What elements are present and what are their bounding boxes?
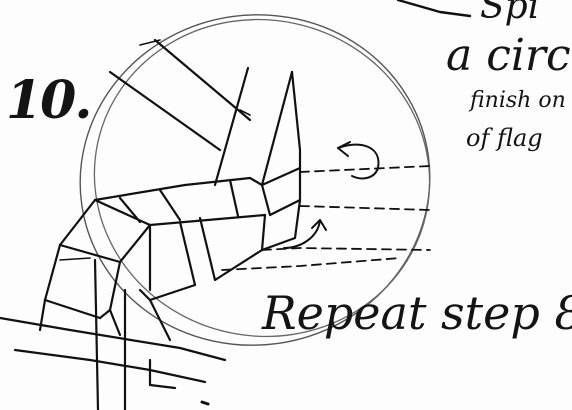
repeat-instruction: Repeat step 8.: [262, 286, 572, 340]
upper-curl-arrow: [338, 145, 378, 179]
vertical-strip: [215, 68, 300, 185]
note-flag-line: of flag: [466, 124, 543, 152]
note-finish-line: finish on: [470, 88, 566, 113]
step-number: 10.: [6, 70, 90, 131]
top-corner-stroke: [398, 0, 470, 16]
rotation-arrows: [284, 142, 378, 248]
braided-lower-strips: [40, 200, 195, 340]
note-circle-line: a circl: [446, 30, 572, 81]
note-top-fragment: Spi: [480, 0, 539, 27]
